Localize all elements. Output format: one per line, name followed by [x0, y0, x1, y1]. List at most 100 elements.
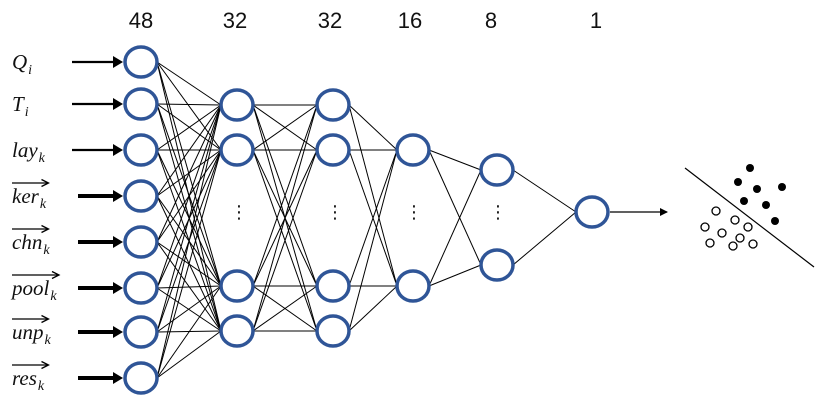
node-layer1-2 — [123, 87, 159, 121]
input-ker: kerk — [12, 178, 123, 212]
ellipsis-2: ⋮ — [326, 202, 344, 223]
edge-l2-0-1 — [348, 104, 398, 287]
input-label-base: unp — [12, 320, 44, 344]
input-label-base: lay — [12, 138, 38, 162]
edge-l3-0-1 — [428, 149, 482, 266]
edge-l1-1-0 — [252, 104, 318, 151]
layer-size-4: 16 — [398, 8, 422, 33]
input-label-unp: unpk — [12, 320, 52, 348]
node-layer1-5 — [123, 225, 159, 259]
input-T: Ti — [12, 92, 123, 120]
input-label-subscript: k — [50, 289, 57, 304]
edge-l1-3-2 — [252, 285, 318, 332]
input-Q: Qi — [12, 50, 123, 78]
layer-size-1: 48 — [129, 8, 153, 33]
vector-arrow-head — [41, 224, 50, 234]
edge-l0-1-0 — [156, 103, 222, 106]
node-layer2-4 — [219, 314, 255, 348]
edge-l1-3-1 — [252, 149, 318, 332]
node-layer6-1 — [574, 195, 610, 229]
input-pool: poolk — [10, 270, 123, 304]
decision-boundary-line — [684, 167, 815, 268]
ellipsis-4: ⋮ — [489, 202, 507, 223]
input-label-base: ker — [12, 184, 40, 208]
hidden-node-ellipses: ⋮ ⋮ ⋮ ⋮ — [230, 202, 507, 223]
filled-point-6 — [762, 201, 770, 209]
node-layer4-1 — [395, 133, 431, 167]
edge-l4-1-0 — [512, 211, 577, 266]
vector-arrow-head — [41, 360, 50, 370]
input-label-Q: Qi — [12, 50, 32, 78]
node-layer5-1 — [479, 153, 515, 187]
ellipsis-3: ⋮ — [405, 202, 423, 223]
edge-l1-3-0 — [252, 104, 318, 332]
empty-point-8 — [728, 241, 738, 251]
edge-l3-0-0 — [428, 149, 482, 171]
node-layer1-1 — [123, 45, 159, 79]
filled-point-1 — [746, 164, 754, 172]
empty-point-6 — [735, 233, 745, 243]
input-label-base: Q — [12, 50, 27, 74]
ellipsis-1: ⋮ — [230, 202, 248, 223]
edge-l4-0-0 — [512, 169, 577, 213]
filled-point-2 — [734, 178, 742, 186]
edge-l0-7-3 — [156, 330, 222, 379]
edge-l0-5-2 — [156, 285, 222, 289]
edge-l2-3-0 — [348, 149, 398, 332]
layer-size-6: 1 — [590, 8, 602, 33]
input-label-ker: kerk — [12, 184, 47, 212]
input-arrow-head — [113, 282, 123, 294]
node-layer4-2 — [395, 269, 431, 303]
filled-point-3 — [753, 185, 761, 193]
edge-l0-0-0 — [156, 61, 222, 106]
input-arrow-head — [113, 56, 123, 68]
network-nodes — [123, 45, 610, 395]
input-label-base: chn — [12, 230, 42, 254]
class-points — [700, 164, 786, 251]
input-label-pool: poolk — [10, 276, 57, 304]
input-label-subscript: i — [25, 105, 29, 120]
node-layer2-2 — [219, 133, 255, 167]
node-layer5-2 — [479, 248, 515, 282]
vector-arrow-head — [41, 178, 50, 188]
filled-point-7 — [771, 217, 779, 225]
vector-arrow-head — [41, 314, 50, 324]
empty-point-9 — [748, 239, 758, 249]
edge-l3-1-1 — [428, 264, 482, 287]
vector-arrow-head — [51, 270, 61, 280]
edge-l0-6-0 — [156, 104, 222, 333]
input-arrow-head — [113, 144, 123, 156]
input-label-subscript: k — [43, 243, 50, 258]
node-layer1-6 — [123, 271, 159, 305]
input-arrow-head — [113, 98, 123, 110]
input-lay: layk — [12, 138, 123, 166]
node-layer1-4 — [123, 179, 159, 213]
node-layer2-3 — [219, 269, 255, 303]
node-layer1-8 — [123, 361, 159, 395]
input-label-subscript: k — [40, 197, 47, 212]
edge-l1-2-0 — [252, 104, 318, 287]
edge-l3-1-0 — [428, 169, 482, 287]
input-arrow-head — [113, 190, 123, 202]
classifier-illustration — [684, 164, 815, 268]
edge-l0-3-0 — [156, 104, 222, 197]
node-layer3-4 — [315, 314, 351, 348]
edge-l0-4-0 — [156, 104, 222, 243]
node-layer3-1 — [315, 88, 351, 122]
input-res: resk — [12, 360, 123, 394]
filled-point-4 — [778, 183, 786, 191]
edge-l0-6-2 — [156, 285, 222, 333]
edge-l0-7-1 — [156, 149, 222, 379]
edge-l2-0-0 — [348, 104, 398, 151]
input-label-lay: layk — [12, 138, 46, 166]
input-label-res: resk — [12, 366, 45, 394]
empty-point-4 — [700, 222, 710, 232]
empty-point-3 — [743, 222, 753, 232]
empty-point-1 — [711, 206, 721, 216]
input-label-base: T — [12, 92, 25, 116]
layer-size-2: 32 — [223, 8, 247, 33]
edge-l2-3-1 — [348, 285, 398, 332]
